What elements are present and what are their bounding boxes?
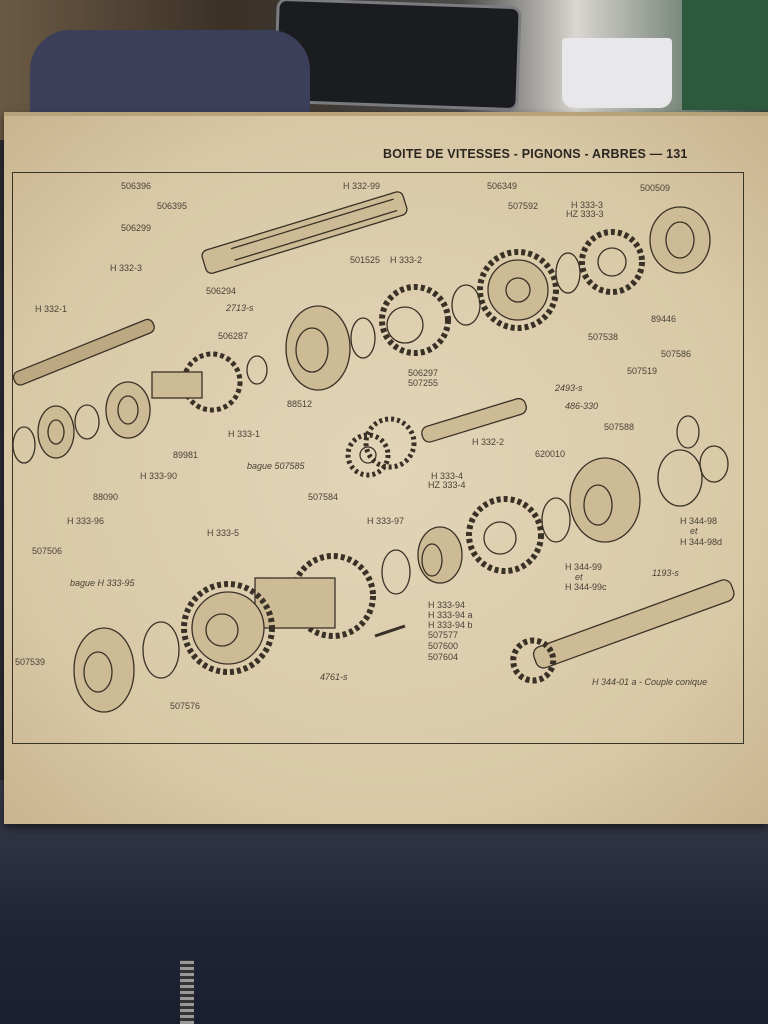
part-label: 507576 bbox=[170, 701, 201, 711]
ring bbox=[451, 284, 481, 326]
part-label: 88090 bbox=[93, 492, 119, 502]
gear bbox=[151, 351, 243, 413]
part-label: H 332-1 bbox=[35, 304, 68, 314]
part-label: 89981 bbox=[173, 450, 199, 460]
part-label: H 333-5 bbox=[207, 528, 240, 538]
gear bbox=[466, 496, 544, 574]
part-label: H 333-94 bbox=[428, 600, 466, 610]
part-label: 500509 bbox=[640, 183, 671, 193]
part-label: 507604 bbox=[428, 652, 459, 662]
bearing bbox=[649, 206, 711, 274]
gear bbox=[579, 229, 645, 295]
part-label: H 333-1 bbox=[228, 429, 261, 439]
bearing bbox=[37, 405, 75, 459]
part-label: 507538 bbox=[588, 332, 619, 342]
part-label: 507519 bbox=[627, 366, 658, 376]
layshaft-cluster bbox=[181, 553, 376, 675]
mug bbox=[562, 38, 672, 108]
part-label: bague H 333-95 bbox=[70, 578, 135, 588]
ring bbox=[74, 404, 100, 440]
part-label: H 333-90 bbox=[140, 471, 178, 481]
diagram-frame bbox=[12, 172, 744, 744]
part-label: H 333-2 bbox=[390, 255, 423, 265]
part-label: 501525 bbox=[350, 255, 381, 265]
part-label: H 333-94 a bbox=[428, 610, 473, 620]
part-label: H 344-01 a - Couple conique bbox=[592, 677, 708, 687]
part-label: 507584 bbox=[308, 492, 339, 502]
part-label: et bbox=[690, 526, 698, 536]
part-label: 506294 bbox=[206, 286, 237, 296]
bearing-housing bbox=[569, 445, 729, 543]
nut bbox=[12, 426, 36, 464]
part-label: H 333-97 bbox=[367, 516, 405, 526]
part-label: 486-330 bbox=[565, 401, 599, 411]
green-box bbox=[682, 0, 768, 110]
part-label: 2713-s bbox=[226, 303, 254, 313]
part-label: HZ 333-3 bbox=[566, 209, 604, 219]
part-label: 506299 bbox=[121, 223, 152, 233]
part-label: 4761-s bbox=[320, 672, 348, 682]
part-label: HZ 333-4 bbox=[428, 480, 466, 490]
ring bbox=[555, 252, 581, 294]
part-label: 507586 bbox=[661, 349, 692, 359]
shim bbox=[381, 549, 411, 595]
sleeve bbox=[417, 526, 463, 584]
part-label: H 333-94 b bbox=[428, 620, 473, 630]
gear bbox=[379, 284, 451, 356]
part-label: 506396 bbox=[121, 181, 152, 191]
part-label: H 344-99c bbox=[565, 582, 607, 592]
gear bbox=[477, 249, 559, 331]
part-label: bague 507585 bbox=[247, 461, 305, 471]
reverse-shaft bbox=[421, 397, 527, 443]
mainshaft bbox=[201, 191, 408, 274]
part-label: et bbox=[575, 572, 583, 582]
needle-bearing bbox=[246, 355, 268, 385]
zipper bbox=[180, 960, 194, 1024]
part-label: 506287 bbox=[218, 331, 249, 341]
part-label: 507255 bbox=[408, 378, 439, 388]
synchro-hub bbox=[285, 305, 351, 391]
part-label: H 333-4 bbox=[431, 471, 464, 481]
part-label: 1193-s bbox=[652, 568, 679, 578]
shim bbox=[142, 621, 180, 679]
part-label: H 344-98 bbox=[680, 516, 718, 526]
part-label: 507588 bbox=[604, 422, 635, 432]
part-label: H 332-99 bbox=[343, 181, 381, 191]
page-title: BOITE DE VITESSES - PIGNONS - ARBRES — 1… bbox=[383, 147, 688, 161]
part-label: H 344-98d bbox=[680, 537, 723, 547]
part-label: H 332-3 bbox=[110, 263, 143, 273]
part-label: H 344-99 bbox=[565, 562, 603, 572]
part-label: H 332-2 bbox=[472, 437, 505, 447]
bearing bbox=[73, 627, 135, 713]
bearing bbox=[105, 381, 151, 439]
part-label: 506349 bbox=[487, 181, 518, 191]
part-label: 507577 bbox=[428, 630, 459, 640]
part-label: 89446 bbox=[651, 314, 677, 324]
part-label: 507600 bbox=[428, 641, 459, 651]
pin bbox=[374, 624, 406, 638]
ring bbox=[350, 317, 376, 359]
pinion-shaft bbox=[510, 579, 735, 684]
part-label: H 333-96 bbox=[67, 516, 105, 526]
part-label: 2493-s bbox=[555, 383, 583, 393]
part-label: 506297 bbox=[408, 368, 439, 378]
ring bbox=[676, 415, 700, 449]
part-label: 507592 bbox=[508, 201, 539, 211]
part-label: 620010 bbox=[535, 449, 566, 459]
ring bbox=[541, 497, 571, 543]
part-label: 507539 bbox=[15, 657, 46, 667]
reverse-gear bbox=[345, 416, 417, 478]
input-shaft bbox=[12, 318, 155, 386]
part-label: 88512 bbox=[287, 399, 313, 409]
part-label: 507506 bbox=[32, 546, 63, 556]
part-label: 506395 bbox=[157, 201, 188, 211]
part-label: H 333-3 bbox=[571, 200, 604, 210]
